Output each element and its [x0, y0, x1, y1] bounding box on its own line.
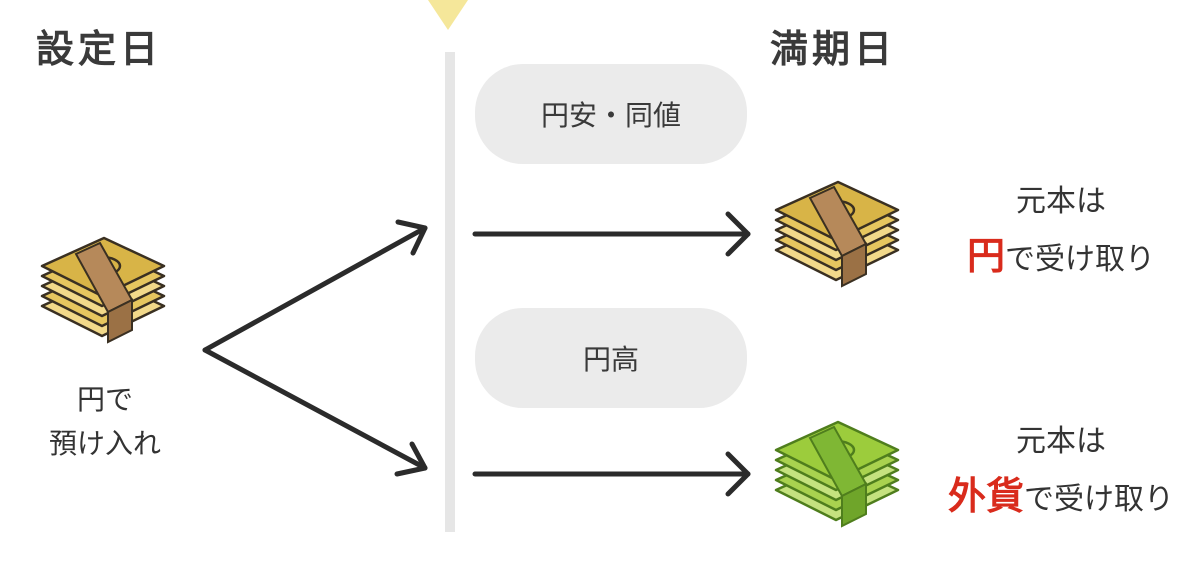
money-stack-yen-icon [40, 236, 166, 344]
outcome-foreign: 元本は 外貨で受け取り [936, 420, 1186, 522]
maturity-date-heading: 満期日 [770, 27, 897, 71]
outcome-receive-line: 外貨で受け取り [936, 474, 1186, 522]
currency-highlight: 外貨 [947, 474, 1024, 518]
outcome-yen: 元本は 円で受け取り [956, 180, 1166, 282]
scenario-pill-strong-yen: 円高 [475, 308, 747, 408]
money-stack-yen-icon [774, 180, 900, 288]
start-date-heading: 設定日 [36, 27, 163, 71]
outcome-principal-label: 元本は [1016, 424, 1106, 459]
money-stack-foreign-icon [774, 420, 900, 528]
outcome-receive-text: で受け取り [1024, 482, 1174, 517]
outcome-principal-label: 元本は [1016, 184, 1106, 219]
currency-highlight: 円 [966, 234, 1005, 278]
deposit-label-line1: 円で [76, 383, 133, 416]
scenario-label: 円高 [582, 343, 639, 376]
arrow-right-icon [472, 211, 751, 257]
deposit-label-line2: 預け入れ [48, 427, 161, 460]
arrow-right-icon [472, 451, 751, 497]
outcome-receive-line: 円で受け取り [956, 234, 1166, 282]
timeline-marker-icon [428, 0, 468, 30]
split-arrow-icon [202, 219, 428, 477]
outcome-receive-text: で受け取り [1005, 242, 1155, 277]
deposit-label: 円で 預け入れ [38, 378, 172, 466]
scenario-label: 円安・同値 [540, 99, 681, 132]
timeline-divider [445, 52, 455, 532]
scenario-pill-weak-yen: 円安・同値 [475, 64, 747, 164]
